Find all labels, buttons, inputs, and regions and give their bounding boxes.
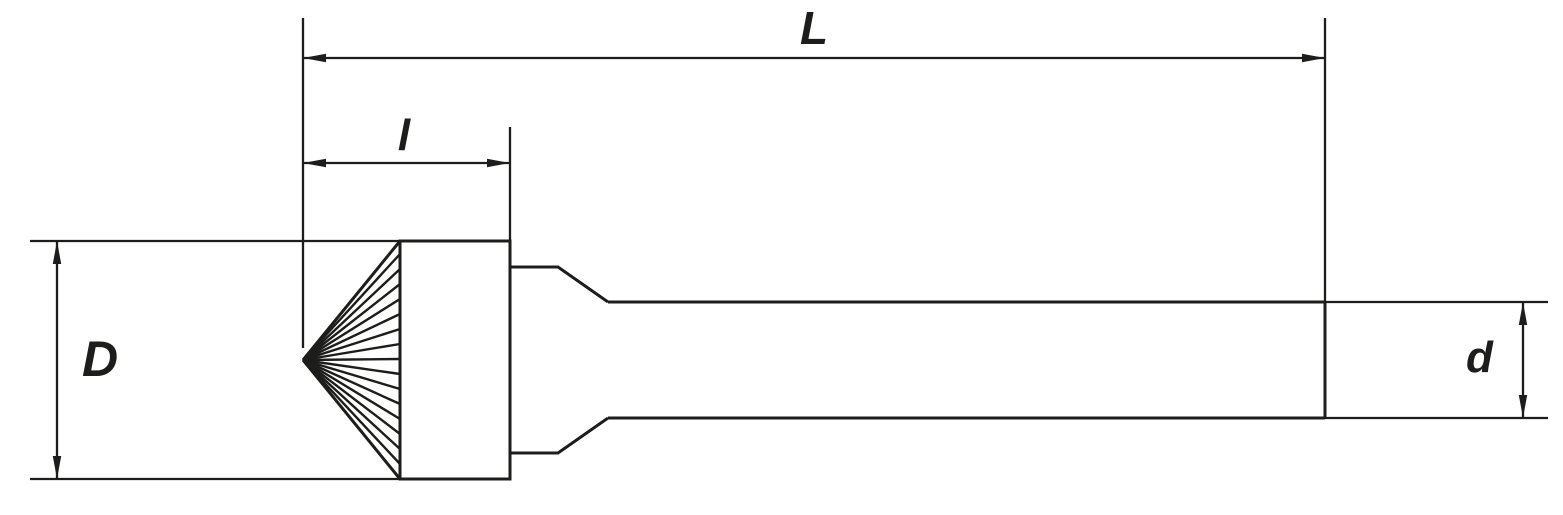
neck-bottom-edge [510,416,609,455]
flute-line [302,357,401,362]
flute-line [302,297,401,362]
flute-line [302,327,401,362]
dimension-lines [52,53,1528,479]
extension-lines [30,18,1548,481]
flute-line [302,268,401,361]
flute-line [302,358,401,421]
label-head-diameter: D [82,331,118,387]
flute-line [302,359,401,465]
flute-line [302,312,401,362]
flute-line [302,342,401,362]
flute-lines [302,253,401,465]
flute-line [302,253,401,361]
cone-top-edge [301,240,402,361]
flute-line [302,358,401,406]
tool-outline [301,239,1327,481]
label-shank-diameter: d [1466,333,1494,382]
label-overall-length: L [800,2,828,54]
label-head-length: l [398,111,411,160]
flute-line [302,283,401,361]
neck-top-edge [510,265,609,304]
head-cylinder [398,239,512,481]
cone-bottom-edge [301,359,402,480]
flute-line [302,359,401,435]
flute-line [302,359,401,450]
flute-line [302,358,401,391]
flute-line [302,358,401,376]
dimension-labels: L l D d [82,2,1494,387]
